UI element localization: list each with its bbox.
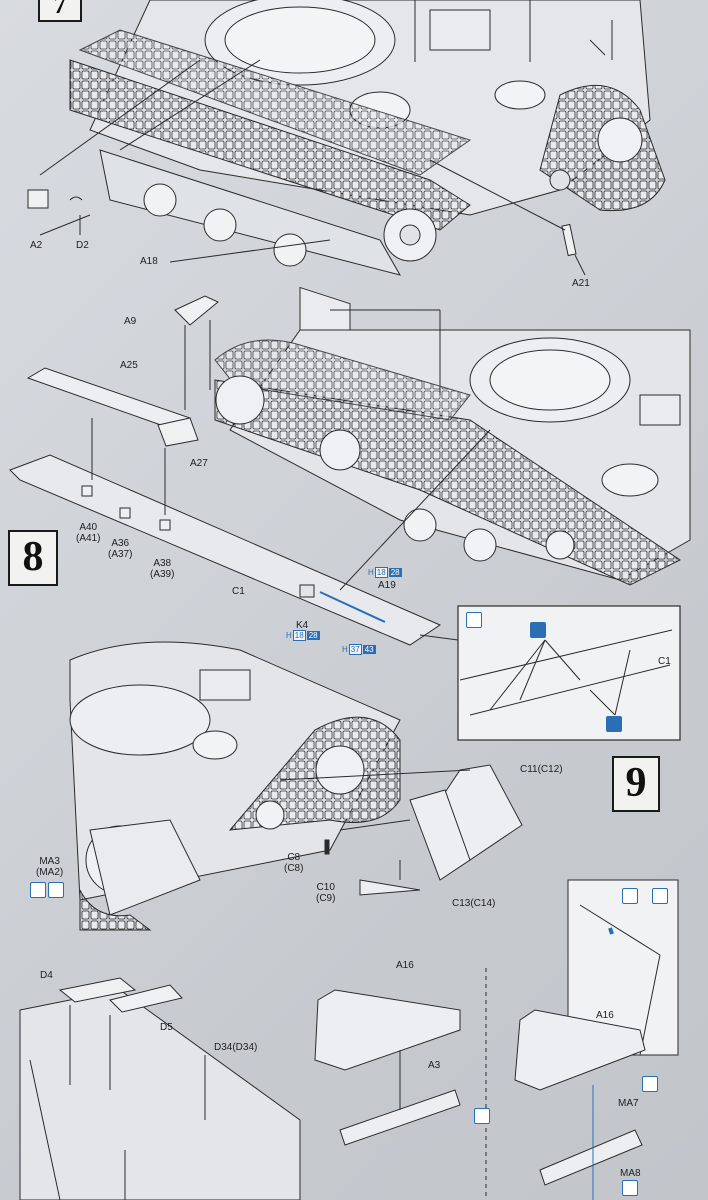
part-label-c8-main: C8 xyxy=(287,852,301,863)
sand-icon xyxy=(530,622,546,638)
part-label-c8: C8 (C8) xyxy=(284,852,303,874)
part-label-a39: (A39) xyxy=(150,569,175,580)
part-label-d34: D34(D34) xyxy=(214,1042,258,1053)
part-label-a16-left: A16 xyxy=(396,960,414,971)
part-label-a2: A2 xyxy=(30,240,43,251)
part-label-c11: C11(C12) xyxy=(520,764,563,775)
glue-icon-ma3 xyxy=(30,882,46,898)
part-label-a37: (A37) xyxy=(108,549,133,560)
glue-icon-ma7 xyxy=(642,1076,658,1092)
step10-illustration xyxy=(19,879,679,1200)
part-label-d5: D5 xyxy=(160,1022,173,1033)
paint-ref-a19-bottom-num2: 43 xyxy=(362,645,376,654)
part-label-c1: C1 xyxy=(232,586,245,597)
step-number-8: 8 xyxy=(8,530,58,586)
part-label-k4: K4 xyxy=(296,620,309,631)
glue-icon-detail xyxy=(652,888,668,904)
part-label-c9: (C9) xyxy=(316,893,336,904)
part-label-a40: A40 (A41) xyxy=(76,522,100,544)
step-number-9: 9 xyxy=(612,756,660,812)
part-label-a36: A36 (A37) xyxy=(108,538,132,560)
part-label-ma8: MA8 xyxy=(620,1168,641,1179)
glue-icon xyxy=(466,612,482,628)
part-label-a36-main: A36 xyxy=(111,538,130,549)
step8-detail-box xyxy=(419,605,681,741)
paint-ref-a19-bottom-num1: 37 xyxy=(348,644,362,655)
paint-ref-a19-top-num1: 18 xyxy=(374,567,388,578)
part-label-d4: D4 xyxy=(40,970,53,981)
part-label-ma2: (MA2) xyxy=(36,867,64,878)
paint-ref-a19-top-num2: 28 xyxy=(388,568,402,577)
part-label-a21: A21 xyxy=(572,278,590,289)
paint-ref-k4-num2: 28 xyxy=(306,631,320,640)
step-number-7: 7 xyxy=(38,0,82,22)
part-label-a16-right: A16 xyxy=(596,1010,614,1021)
part-label-ma3-main: MA3 xyxy=(39,856,60,867)
paint-ref-a19-bottom-brand: H xyxy=(342,645,348,654)
part-label-a40-main: A40 xyxy=(79,522,98,533)
glue-icon-a3 xyxy=(474,1108,490,1124)
part-label-a27: A27 xyxy=(190,458,208,469)
part-label-a38-main: A38 xyxy=(153,558,172,569)
step7-illustration xyxy=(27,0,666,360)
part-label-a19: A19 xyxy=(378,580,396,591)
part-label-a25: A25 xyxy=(120,360,138,371)
step8-illustration xyxy=(9,295,691,646)
part-label-c1-detail: C1 xyxy=(658,656,671,667)
paint-ref-k4-brand: H xyxy=(286,631,292,640)
part-label-a41: (A41) xyxy=(76,533,101,544)
part-label-ma7: MA7 xyxy=(618,1098,639,1109)
step9-illustration xyxy=(69,641,523,931)
part-label-ma3: MA3 (MA2) xyxy=(36,856,63,878)
part-label-a38: A38 (A39) xyxy=(150,558,174,580)
paint-ref-k4-num1: 18 xyxy=(292,630,306,641)
part-label-a18: A18 xyxy=(140,256,158,267)
part-label-c8b: (C8) xyxy=(284,863,304,874)
part-label-a3: A3 xyxy=(428,1060,441,1071)
paint-icon xyxy=(622,888,638,904)
part-label-c10: C10 (C9) xyxy=(316,882,335,904)
part-label-a9: A9 xyxy=(124,316,137,327)
part-label-c13: C13(C14) xyxy=(452,898,496,909)
glue-icon-ma8 xyxy=(622,1180,638,1196)
part-label-d2: D2 xyxy=(76,240,89,251)
sand-icon-2 xyxy=(606,716,622,732)
glue-icon-ma2 xyxy=(48,882,64,898)
paint-ref-a19-top-brand: H xyxy=(368,568,374,577)
part-label-c10-main: C10 xyxy=(316,882,335,893)
